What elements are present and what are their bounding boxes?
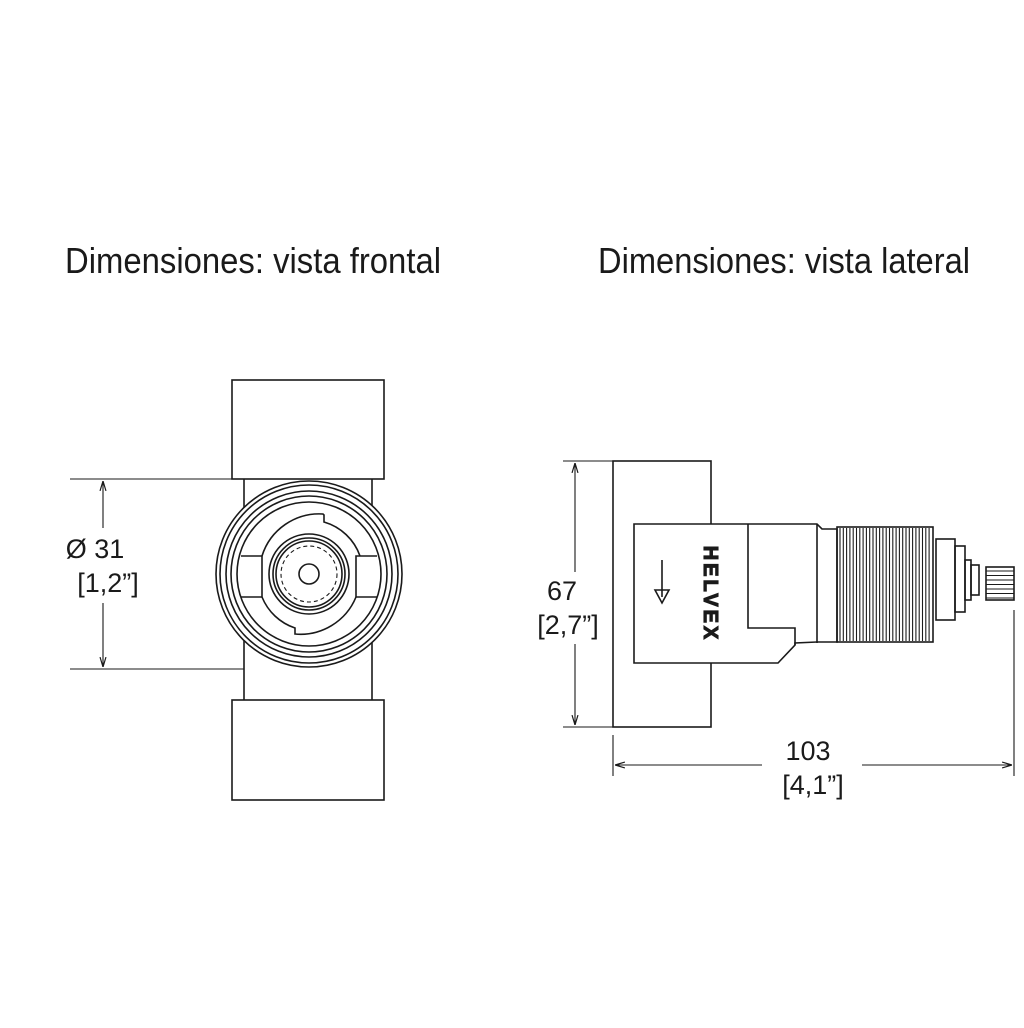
length-in-label: [4,1”] <box>782 770 844 800</box>
bottom-pipe-connector <box>231 699 385 801</box>
front-view-drawing: Ø 31 [1,2”] <box>45 379 403 801</box>
side-view-drawing: HELVEX 67 [2,7”] 103 [4,1”] <box>530 460 1015 800</box>
diameter-in-label: [1,2”] <box>77 568 139 598</box>
side-view-title: Dimensiones: vista lateral <box>598 240 970 281</box>
diameter-mm-label: Ø 31 <box>66 534 125 564</box>
valve-body <box>633 523 838 664</box>
thread-section <box>836 526 934 643</box>
valve-face-circles <box>215 480 403 668</box>
height-in-label: [2,7”] <box>537 610 599 640</box>
height-mm-label: 67 <box>547 576 577 606</box>
flow-arrow-icon <box>653 560 671 605</box>
spline-stem <box>985 566 1015 601</box>
front-view-title: Dimensiones: vista frontal <box>65 240 441 281</box>
length-mm-label: 103 <box>785 736 830 766</box>
top-pipe-connector <box>231 379 385 480</box>
helvex-logo: HELVEX <box>699 546 721 643</box>
center-pin <box>298 563 320 585</box>
